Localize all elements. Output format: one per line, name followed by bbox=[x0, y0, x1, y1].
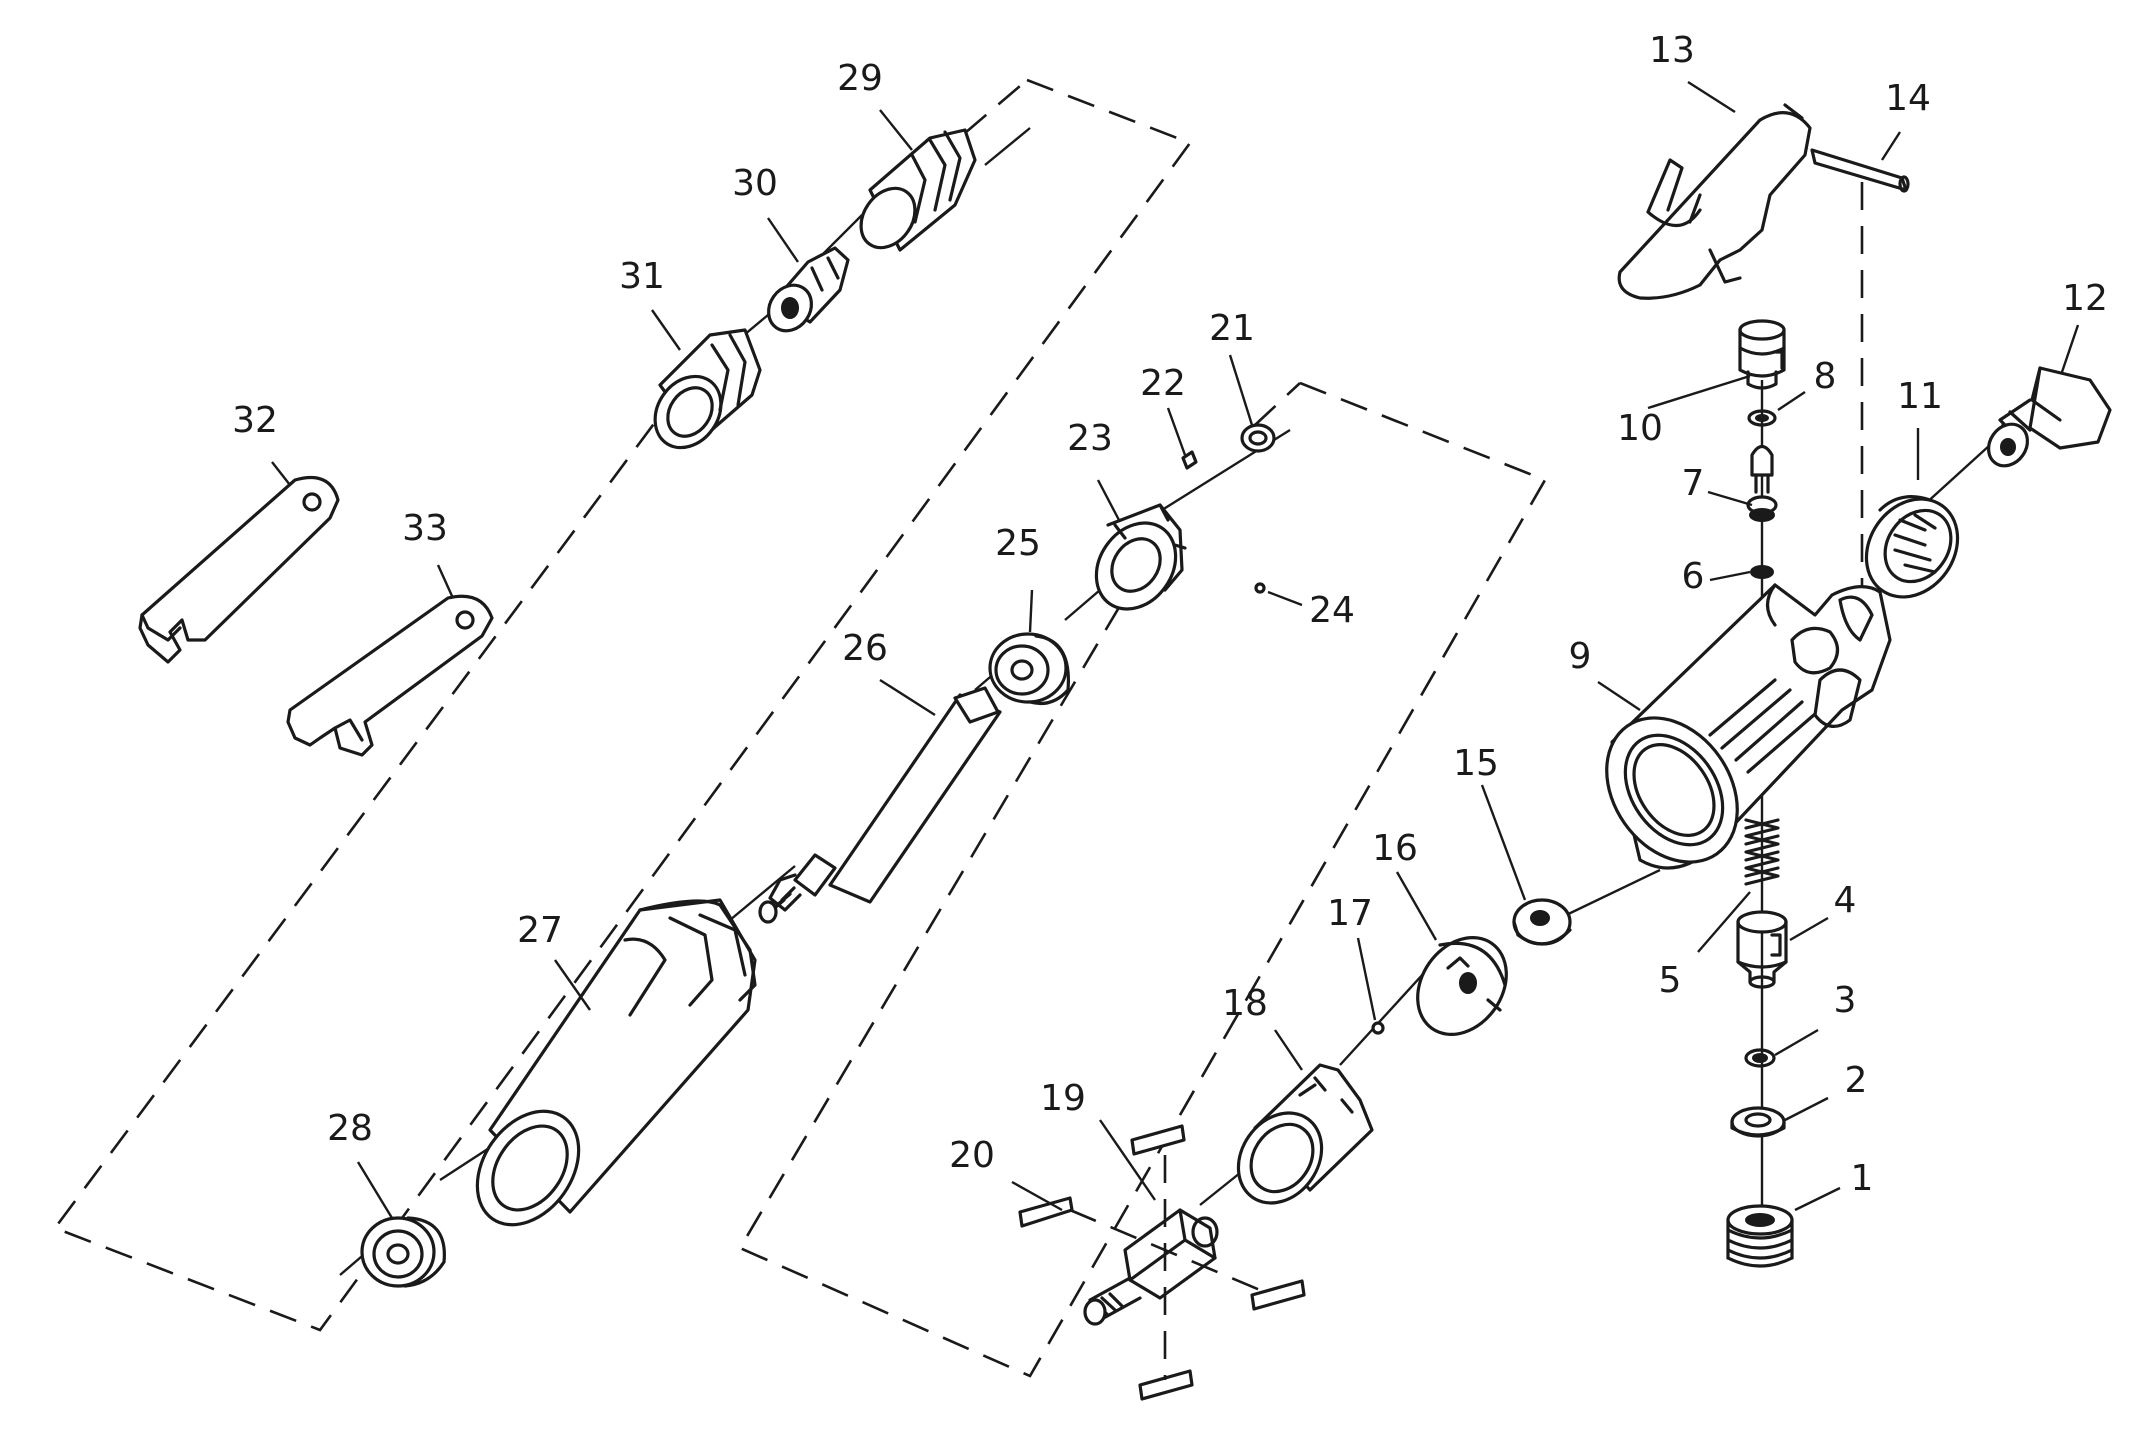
callout-13: 13 bbox=[1649, 30, 1695, 71]
callout-24: 24 bbox=[1309, 590, 1355, 631]
callout-6: 6 bbox=[1682, 556, 1705, 597]
callout-15: 15 bbox=[1453, 743, 1499, 784]
callout-21: 21 bbox=[1209, 308, 1255, 349]
callout-33: 33 bbox=[402, 508, 448, 549]
part-4-valve-seat bbox=[1736, 910, 1788, 989]
part-18-cylinder bbox=[1236, 1063, 1374, 1205]
callout-20: 20 bbox=[949, 1135, 995, 1176]
part-14-pin bbox=[1810, 148, 1910, 193]
callout-25: 25 bbox=[995, 523, 1041, 564]
part-24-ball bbox=[1254, 582, 1266, 594]
part-20-vanes bbox=[1018, 1124, 1306, 1401]
part-31-collet-body bbox=[653, 328, 762, 450]
part-9-housing bbox=[1605, 583, 1892, 870]
part-19-rotor bbox=[1083, 1208, 1219, 1326]
callout-16: 16 bbox=[1372, 828, 1418, 869]
part-29-collet-nut bbox=[859, 128, 977, 252]
callout-1: 1 bbox=[1851, 1158, 1874, 1199]
callout-leaders bbox=[271, 80, 2080, 1219]
callout-labels: 1 2 3 4 5 6 7 8 9 10 11 12 13 14 15 16 1… bbox=[232, 30, 2108, 1199]
part-32-wrench bbox=[138, 475, 340, 664]
callout-19: 19 bbox=[1040, 1078, 1086, 1119]
part-8-o-ring bbox=[1747, 409, 1777, 427]
part-6-o-ring bbox=[1750, 565, 1774, 579]
callout-2: 2 bbox=[1845, 1060, 1868, 1101]
callout-23: 23 bbox=[1067, 418, 1113, 459]
callout-9: 9 bbox=[1569, 636, 1592, 677]
callout-3: 3 bbox=[1834, 980, 1857, 1021]
callout-29: 29 bbox=[837, 58, 883, 99]
part-28-bearing bbox=[360, 1216, 446, 1288]
callout-7: 7 bbox=[1682, 463, 1705, 504]
part-15-spacer bbox=[1512, 898, 1572, 946]
part-3-o-ring bbox=[1744, 1048, 1776, 1068]
callout-32: 32 bbox=[232, 400, 278, 441]
part-23-lock-collar bbox=[1094, 503, 1187, 611]
part-25-bearing bbox=[988, 632, 1070, 706]
callout-22: 22 bbox=[1140, 363, 1186, 404]
callout-28: 28 bbox=[327, 1108, 373, 1149]
part-1-threaded-plug bbox=[1726, 1204, 1794, 1268]
callout-30: 30 bbox=[732, 163, 778, 204]
callout-10: 10 bbox=[1617, 408, 1663, 449]
part-13-throttle-lever bbox=[1617, 103, 1812, 300]
callout-26: 26 bbox=[842, 628, 888, 669]
part-21-ring bbox=[1240, 423, 1276, 453]
part-30-collet bbox=[767, 246, 850, 333]
callout-5: 5 bbox=[1659, 960, 1682, 1001]
callout-4: 4 bbox=[1834, 880, 1857, 921]
callout-18: 18 bbox=[1222, 983, 1268, 1024]
callout-14: 14 bbox=[1885, 78, 1931, 119]
part-5-spring bbox=[1744, 818, 1780, 886]
callout-17: 17 bbox=[1327, 893, 1373, 934]
callout-12: 12 bbox=[2062, 278, 2108, 319]
part-7-valve-pin bbox=[1746, 444, 1778, 522]
part-2-washer bbox=[1730, 1106, 1786, 1138]
callout-31: 31 bbox=[619, 256, 665, 297]
part-16-end-plate bbox=[1416, 936, 1508, 1036]
callout-27: 27 bbox=[517, 910, 563, 951]
part-17-pin bbox=[1371, 1021, 1385, 1035]
part-27-casing bbox=[475, 898, 757, 1227]
part-22-set-screw bbox=[1181, 450, 1198, 470]
part-12-inlet-fitting bbox=[1986, 366, 2112, 468]
assembly-outline-upper-left bbox=[52, 78, 1193, 1332]
part-11-muffler bbox=[1864, 495, 1960, 599]
assembly-outline-middle bbox=[738, 381, 1547, 1378]
part-26-spindle bbox=[758, 686, 1002, 924]
callout-11: 11 bbox=[1897, 376, 1943, 417]
callout-8: 8 bbox=[1814, 356, 1837, 397]
part-10-valve-cap bbox=[1738, 319, 1786, 390]
part-33-wrench bbox=[286, 594, 494, 757]
